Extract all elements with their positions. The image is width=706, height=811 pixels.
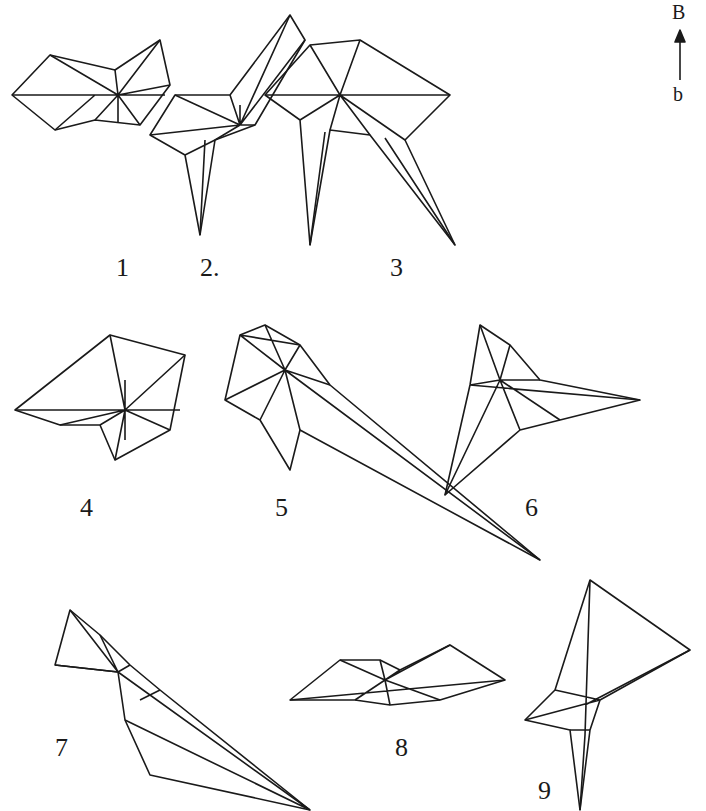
figure-shape [12,40,170,130]
direction-letter: B [672,2,685,22]
direction-letter: b [673,84,683,104]
figure-number: 1 [116,255,129,281]
figure-number: 9 [538,778,551,804]
direction-arrow [675,30,685,80]
figure-number: 2. [200,255,220,281]
figure-number: 7 [55,735,68,761]
figure-shape [525,580,690,810]
figure-number: 6 [525,495,538,521]
figure-shape [55,610,310,810]
figure-shape [290,645,505,705]
figure-shape [150,15,305,235]
figure-shape [445,325,640,495]
figure-number: 3 [390,255,403,281]
figure-shape [15,335,185,460]
figure-shape [265,40,455,245]
figure-number: 8 [395,735,408,761]
figure-number: 5 [275,495,288,521]
figure-number: 4 [80,495,93,521]
